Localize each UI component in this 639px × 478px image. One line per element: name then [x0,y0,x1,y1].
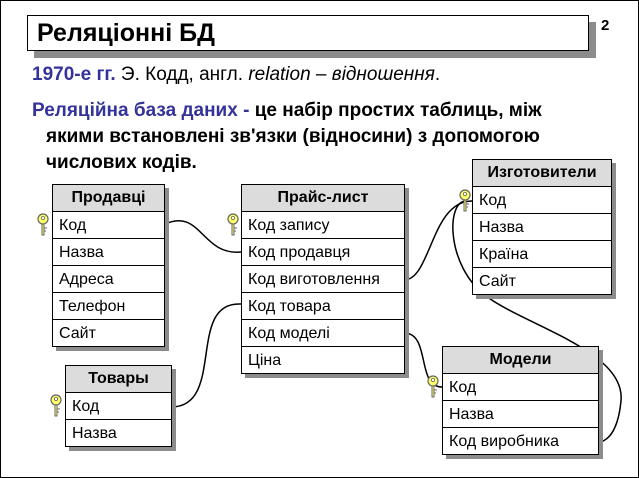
table-models-row: Код виробника [449,433,560,450]
definition-line-3: числових кодів. [46,152,197,173]
table-sellers-title: Продавці [53,185,164,212]
page-number: 2 [601,17,610,34]
table-makers-row: Код [473,187,611,214]
key-icon [37,213,49,236]
table-pricelist-row: Код виготовлення [242,266,404,293]
table-makers-row: Країна [473,241,611,268]
table-sellers-row: Код [53,212,164,239]
intro-relation: relation [248,64,311,85]
table-pricelist-row: Код моделі [242,320,404,347]
table-goods-row: Назва [72,425,117,442]
key-icon [427,375,439,398]
table-makers-title: Изготовители [473,160,611,187]
definition: Реляційна база даних - це набір простих … [32,98,632,176]
table-models-row: Код [443,374,598,401]
intro-translation: відношення [331,64,435,85]
table-makers-row: Сайт [479,273,516,290]
table-pricelist-row: Код продавця [242,239,404,266]
table-models-title: Модели [443,347,598,374]
intro-text: Э. Кодд, англ. [115,64,249,85]
table-goods-row: Код [66,393,171,420]
table-pricelist-row: Код запису [242,212,404,239]
table-sellers-row: Назва [53,239,164,266]
intro-dash: – [310,64,332,85]
table-sellers: Продавці Код Назва Адреса Телефон Сайт [52,184,165,347]
table-makers-row: Назва [473,214,611,241]
table-sellers-row: Адреса [53,266,164,293]
definition-line-1-text: це набір простих таблиць, між [249,100,542,121]
table-goods: Товары Код Назва [65,365,172,447]
table-pricelist-row: Код товара [242,293,404,320]
table-sellers-row: Телефон [53,293,164,320]
slide-title: Реляціонні БД [37,19,215,47]
table-sellers-row: Сайт [59,325,96,342]
link-makers-models [452,200,622,443]
link-goods-pricelist [170,303,242,408]
table-goods-title: Товары [66,366,171,393]
key-icon [227,213,239,236]
title-box: Реляціонні БД [27,15,589,51]
table-pricelist-title: Прайс-лист [242,185,404,212]
intro-year: 1970-е гг. [32,64,116,85]
table-makers: Изготовители Код Назва Країна Сайт [472,159,612,295]
intro-line: 1970-е гг. Э. Кодд, англ. relation – від… [32,64,440,86]
definition-line-2: якими встановлені зв'язки (відносини) з … [46,126,540,147]
definition-term: Реляційна база даних - [32,100,250,121]
definition-line-1: Реляційна база даних - це набір простих … [32,98,632,124]
table-pricelist-row: Ціна [248,352,282,369]
key-icon [459,189,471,212]
link-sellers-pricelist [162,219,242,253]
table-models: Модели Код Назва Код виробника [442,346,599,455]
intro-dot: . [434,64,441,85]
table-models-row: Назва [443,401,598,428]
table-pricelist: Прайс-лист Код запису Код продавця Код в… [241,184,405,374]
key-icon [50,394,62,417]
